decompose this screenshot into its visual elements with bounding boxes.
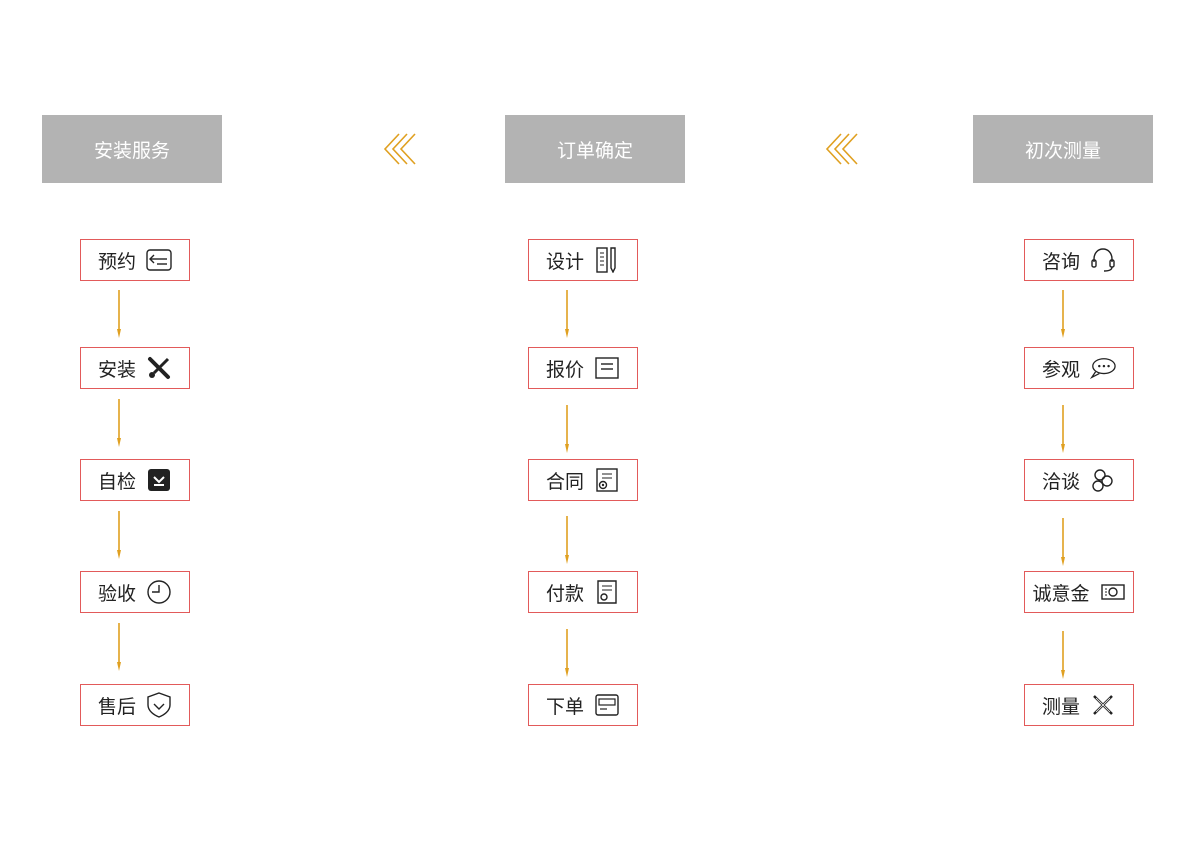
phase-title: 安装服务 — [93, 139, 170, 162]
step-label: 咨询 — [1041, 250, 1080, 273]
step-box: 洽谈 — [1024, 459, 1134, 501]
step-label: 洽谈 — [1041, 470, 1080, 493]
step-box: 付款 — [528, 571, 638, 613]
step-box: 下单 — [528, 684, 638, 726]
step-label: 合同 — [545, 470, 584, 493]
step-box: 合同 — [528, 459, 638, 501]
flow-arrow-down — [117, 511, 121, 559]
headset-icon — [1090, 247, 1116, 273]
step-box: 诚意金 — [1024, 571, 1134, 613]
flow-arrow-down — [1061, 518, 1065, 566]
flow-arrow-down — [565, 405, 569, 453]
step-label: 报价 — [545, 358, 584, 381]
flow-arrow-down — [565, 290, 569, 338]
flow-arrow-down — [117, 290, 121, 338]
money-note-icon — [1100, 579, 1126, 605]
triple-chevron-left-icon — [825, 133, 858, 165]
step-box: 报价 — [528, 347, 638, 389]
step-box: 安装 — [80, 347, 190, 389]
step-label: 测量 — [1041, 695, 1080, 718]
tools-icon — [146, 355, 172, 381]
step-box: 测量 — [1024, 684, 1134, 726]
flow-arrow-down — [1061, 631, 1065, 679]
shield-icon — [146, 692, 172, 718]
chat-bubble-icon — [1090, 355, 1116, 381]
pencil-ruler-icon — [594, 247, 620, 273]
phase-header-measure: 初次测量 — [973, 115, 1153, 183]
calendar-icon — [146, 247, 172, 273]
step-label: 设计 — [545, 250, 584, 273]
flow-arrow-down — [117, 623, 121, 671]
flow-arrow-down — [117, 399, 121, 447]
step-box: 验收 — [80, 571, 190, 613]
step-box: 设计 — [528, 239, 638, 281]
phase-title: 订单确定 — [556, 139, 633, 162]
step-box: 咨询 — [1024, 239, 1134, 281]
step-label: 付款 — [545, 582, 584, 605]
step-label: 下单 — [545, 695, 584, 718]
step-label: 安装 — [97, 358, 136, 381]
step-box: 自检 — [80, 459, 190, 501]
step-label: 预约 — [97, 250, 136, 273]
step-label: 验收 — [97, 582, 136, 605]
checkbox-icon — [146, 467, 172, 493]
quote-sheet-icon — [594, 355, 620, 381]
step-box: 预约 — [80, 239, 190, 281]
clock-icon — [146, 579, 172, 605]
order-card-icon — [594, 692, 620, 718]
flow-arrow-down — [565, 629, 569, 677]
step-box: 参观 — [1024, 347, 1134, 389]
users-icon — [1090, 467, 1116, 493]
phase-title: 初次测量 — [1024, 139, 1101, 162]
step-label: 售后 — [97, 695, 136, 718]
step-box: 售后 — [80, 684, 190, 726]
measure-cross-icon — [1090, 692, 1116, 718]
phase-header-order: 订单确定 — [505, 115, 685, 183]
step-label: 自检 — [97, 470, 136, 493]
phase-header-install: 安装服务 — [42, 115, 222, 183]
payment-icon — [594, 579, 620, 605]
flow-arrow-down — [1061, 405, 1065, 453]
flow-arrow-down — [565, 516, 569, 564]
step-label: 诚意金 — [1032, 582, 1090, 605]
step-label: 参观 — [1041, 358, 1080, 381]
contract-icon — [594, 467, 620, 493]
flow-arrow-down — [1061, 290, 1065, 338]
triple-chevron-left-icon — [383, 133, 416, 165]
